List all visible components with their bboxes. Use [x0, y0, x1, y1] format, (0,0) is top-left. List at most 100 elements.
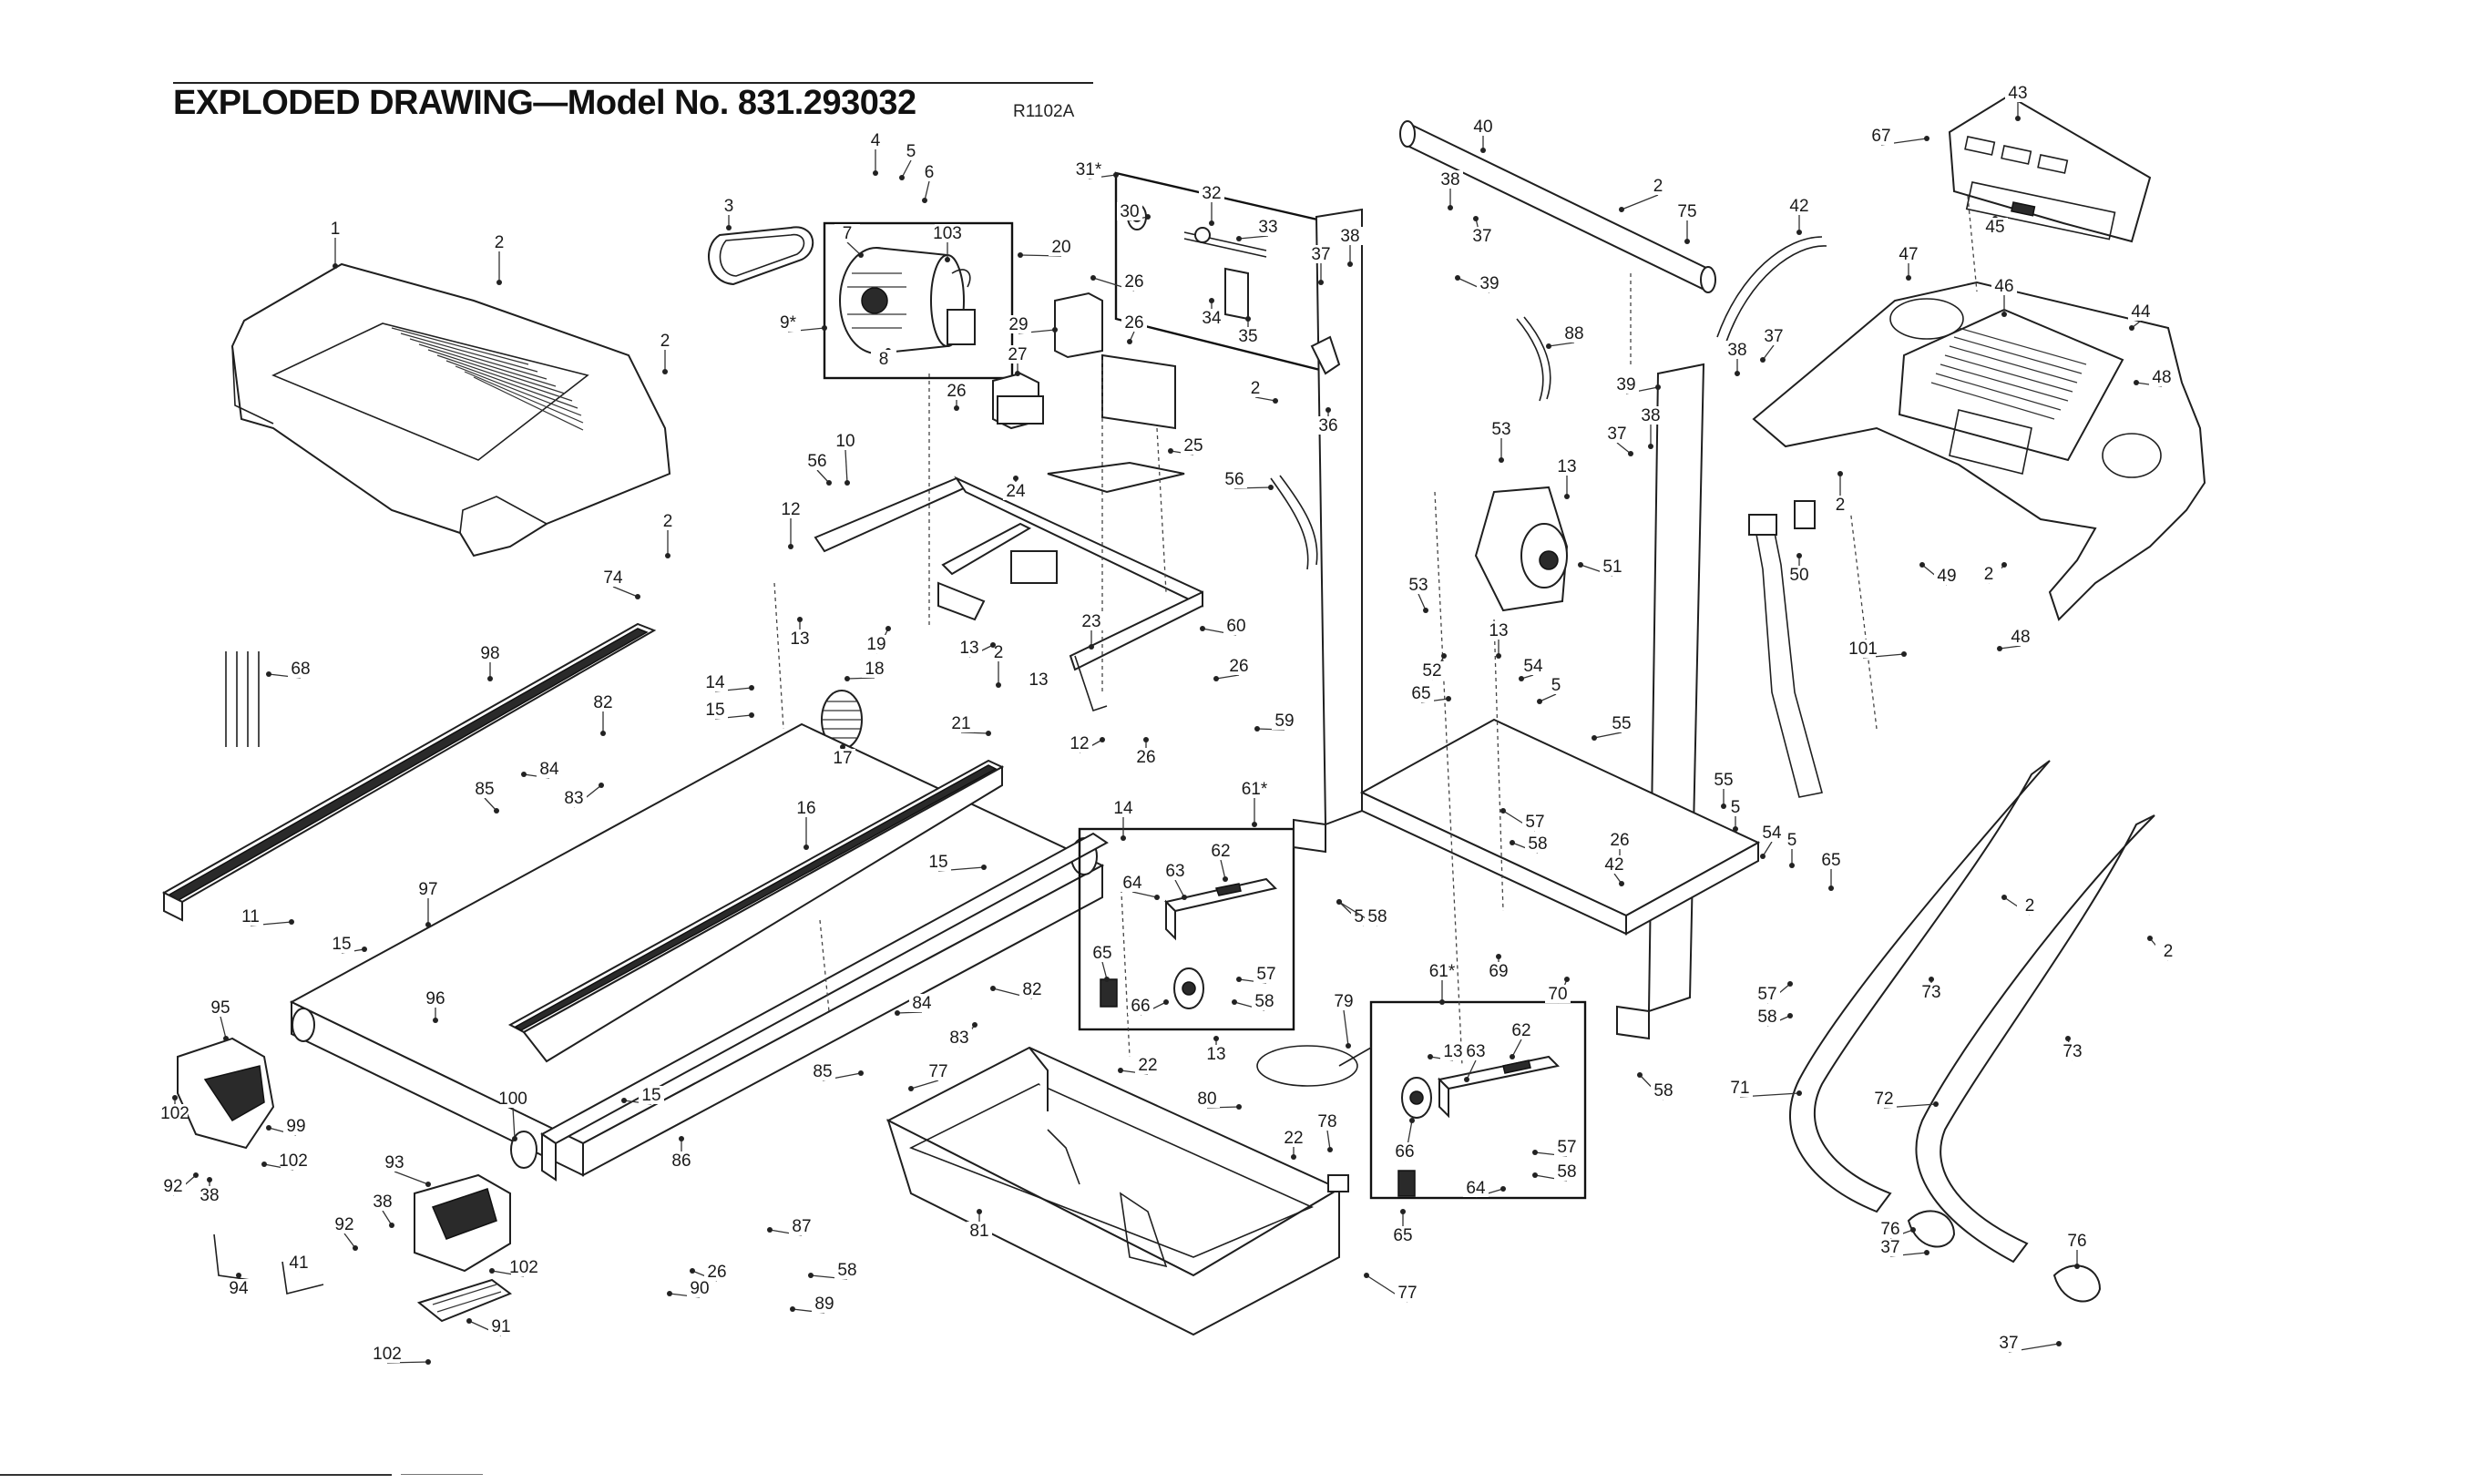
callout-label-bg-c76b: [2064, 1232, 2090, 1250]
callout-label-bg-c80: [1194, 1090, 1220, 1108]
callout-label-bg-c12b: [1067, 734, 1092, 752]
callout-label-c95: 95: [210, 998, 230, 1018]
callout-fastener-c81: [977, 1209, 982, 1214]
callout-label-bg-c23: [1079, 612, 1104, 630]
callout-label-c69: 69: [1489, 962, 1508, 981]
callout-label-c15b: 15: [928, 853, 947, 872]
callout-fastener-c94: [236, 1273, 241, 1278]
callout-label-c35: 35: [1238, 327, 1257, 346]
callout-label-c38c: 38: [1641, 406, 1660, 425]
callout-label-bg-c6: [916, 163, 942, 181]
callout-label-c73b: 73: [2062, 1042, 2082, 1061]
callout-label-c58h: 58: [1367, 907, 1387, 926]
callout-fastener-c26d: [1213, 676, 1219, 681]
callout-fastener-c57c: [1236, 977, 1242, 982]
callout-fastener-c70: [1564, 977, 1570, 982]
callout-label-c55b: 55: [1714, 771, 1733, 790]
callout-fastener-c2c: [665, 553, 670, 558]
callout-fastener-c62b: [1510, 1054, 1515, 1059]
callout-leader-c95: [220, 1016, 227, 1039]
callout-label-bg-c62b: [1509, 1021, 1534, 1039]
callout-label-c26f: 26: [1610, 831, 1629, 850]
callout-label-c5b: 5: [1551, 676, 1561, 695]
callout-fastener-c34: [1209, 298, 1214, 303]
callout-leader-c2e: [1254, 396, 1276, 402]
callout-label-bg-c65b: [1408, 684, 1434, 702]
callout-fastener-c15a: [749, 712, 754, 718]
callout-label-bg-c64a: [1120, 874, 1145, 892]
callout-leader-c93: [394, 1171, 429, 1185]
callout-label-bg-c57c: [1254, 965, 1279, 983]
callout-label-c44: 44: [2131, 302, 2151, 322]
callout-label-c2a: 2: [495, 233, 505, 252]
callout-fastener-c42b: [1619, 881, 1624, 886]
callout-fastener-c54b: [1760, 854, 1766, 859]
callout-label-bg-c94: [226, 1279, 251, 1297]
callout-fastener-c5c: [1733, 826, 1738, 832]
callout-label-bg-c103: [935, 224, 960, 242]
callout-label-bg-c2d: [986, 643, 1011, 661]
callout-fastener-c97: [425, 922, 431, 927]
callout-label-bg-c88: [1561, 324, 1587, 343]
callout-leader-c85a: [484, 797, 497, 812]
base-frame: [814, 476, 1203, 712]
callout-label-bg-c60: [1223, 617, 1249, 635]
left-handrail: [1789, 760, 2051, 1213]
callout-label-c102c: 102: [509, 1258, 538, 1277]
callout-fastener-c57d: [1532, 1150, 1538, 1155]
callout-fastener-c95: [223, 1036, 229, 1041]
callout-leader-c5b: [1539, 693, 1557, 702]
callout-label-c82a: 82: [593, 693, 612, 712]
callout-label-bg-c100: [500, 1090, 526, 1108]
callout-label-bg-c7: [834, 224, 860, 242]
callout-label-bg-c56a: [804, 452, 830, 470]
callout-label-c76b: 76: [2067, 1232, 2086, 1251]
rear-end-cap-left: [177, 1037, 275, 1150]
callout-label-c2b: 2: [660, 332, 670, 351]
callout-fastener-c58f: [1532, 1172, 1538, 1178]
callout-label-c62a: 62: [1211, 842, 1230, 861]
callout-label-bg-c99: [283, 1117, 309, 1135]
callout-label-bg-c2a: [486, 233, 512, 251]
callout-fastener-c64a: [1154, 895, 1160, 900]
callout-label-c65a: 65: [1092, 944, 1111, 963]
callout-label-bg-c32: [1199, 184, 1224, 202]
callout-fastener-c9: [822, 325, 827, 331]
callout-label-bg-c12a: [778, 500, 803, 518]
callout-fastener-c55a: [1592, 735, 1597, 741]
callout-fastener-c7: [858, 252, 864, 258]
callout-label-bg-c73a: [1919, 983, 1944, 1001]
callout-label-c50: 50: [1789, 566, 1808, 585]
callout-fastener-c38a: [1347, 261, 1353, 267]
callout-label-c5c: 5: [1731, 798, 1741, 817]
callout-leader-c48b: [1999, 645, 2022, 650]
callout-fastener-c5b: [1537, 699, 1542, 704]
callout-label-c15a: 15: [705, 701, 724, 720]
callout-fastener-c48b: [1997, 646, 2002, 651]
callout-label-c10: 10: [835, 432, 855, 451]
callout-label-c39a: 39: [1479, 274, 1499, 293]
callout-fastener-c25: [1168, 448, 1173, 454]
callout-fastener-c38f: [389, 1223, 394, 1228]
callout-fastener-c37d: [1760, 357, 1766, 363]
callout-label-bg-c26d: [1226, 657, 1252, 675]
callout-label-c21: 21: [951, 714, 970, 733]
callout-label-c31: 31*: [1076, 160, 1102, 179]
callout-label-c26a: 26: [1124, 272, 1143, 292]
callout-label-bg-c89: [812, 1295, 837, 1313]
callout-label-c89: 89: [814, 1295, 834, 1314]
callout-label-bg-c8: [871, 350, 896, 368]
callout-label-c2h: 2: [1984, 565, 1994, 584]
callout-label-bg-c98: [477, 644, 503, 662]
callout-leader-c37c: [1616, 442, 1632, 455]
callout-label-c58a: 58: [1528, 834, 1547, 854]
callout-fastener-c38d: [1735, 371, 1740, 376]
callout-label-c3: 3: [724, 197, 734, 216]
wire-harness-88: [1516, 316, 1551, 402]
bottom-rail: [540, 832, 1109, 1182]
callout-fastener-c37e: [1924, 1250, 1929, 1255]
callout-label-bg-c10: [833, 432, 858, 450]
callout-label-bg-c63b: [1463, 1042, 1489, 1060]
callout-fastener-c2g: [1837, 471, 1843, 476]
callout-fastener-c26c: [954, 405, 959, 411]
